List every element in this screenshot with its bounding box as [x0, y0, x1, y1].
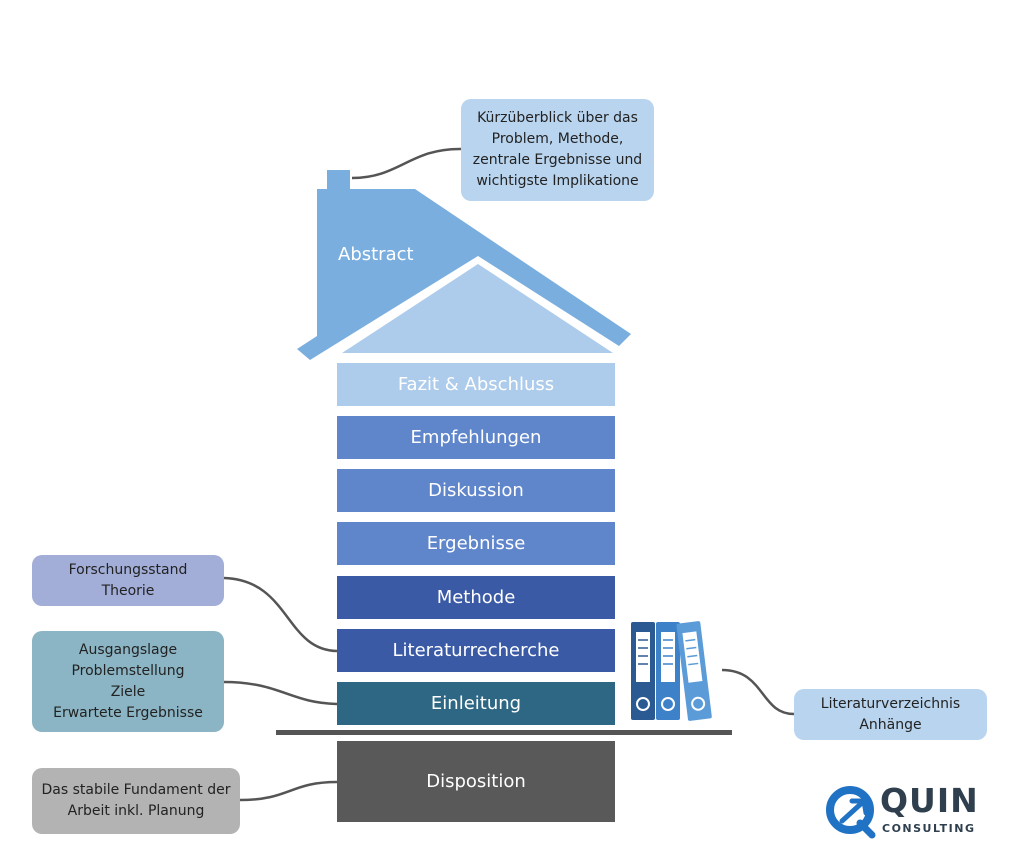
layer-literaturrecherche: Literaturrecherche [337, 629, 615, 672]
callout-line: Anhänge [859, 716, 922, 733]
callout-line: Arbeit inkl. Planung [67, 803, 205, 819]
roof-label: Abstract [338, 244, 414, 265]
foundation-label: Disposition [426, 771, 526, 792]
layer-label: Einleitung [430, 693, 522, 714]
connector-einleitung [223, 680, 338, 706]
layer-diskussion: Diskussion [337, 469, 615, 512]
layer-einleitung: Einleitung [337, 682, 615, 725]
foundation-disposition: Disposition [337, 741, 615, 822]
roof-inner-gable [342, 264, 613, 353]
callout-line: wichtigste Implikatione [476, 173, 639, 189]
roof [297, 170, 631, 360]
callout-line: Ausgangslage [78, 641, 178, 658]
callout-line: Literaturverzeichnis [820, 695, 961, 712]
callout-line: Problemstellung [71, 662, 185, 679]
connector-fundament [239, 780, 338, 802]
quin-consulting-logo: QUIN CONSULTING [824, 783, 984, 839]
callout-fundament: Das stabile Fundament der Arbeit inkl. P… [32, 768, 240, 834]
callout-forschungsstand: Forschungsstand Theorie [32, 555, 224, 606]
layer-fazit: Fazit & Abschluss [337, 363, 615, 406]
callout-abstract: Kürzüberblick über das Problem, Methode,… [461, 99, 654, 201]
binder-3 [676, 621, 712, 721]
logo-subtitle: CONSULTING [882, 822, 976, 835]
binder-2 [656, 622, 680, 720]
shelf-line [276, 730, 732, 735]
connector-forschung [223, 576, 338, 653]
layer-empfehlungen: Empfehlungen [337, 416, 615, 459]
layer-methode: Methode [337, 576, 615, 619]
callout-line: Forschungsstand [68, 561, 188, 578]
callout-line: Theorie [101, 582, 155, 599]
callout-line: Kürzüberblick über das [477, 110, 638, 126]
layer-label: Fazit & Abschluss [397, 374, 555, 395]
callout-line: Das stabile Fundament der [41, 782, 231, 798]
binder-1 [631, 622, 655, 720]
callout-literaturverzeichnis: Literaturverzeichnis Anhänge [794, 689, 987, 740]
callout-line: Erwartete Ergebnisse [53, 704, 203, 721]
logo-name: QUIN [880, 781, 979, 820]
callout-line: zentrale Ergebnisse und [472, 152, 643, 168]
connector-abstract [351, 147, 463, 180]
layer-label: Ergebnisse [426, 533, 526, 554]
layer-label: Literaturrecherche [392, 640, 560, 661]
callout-line: Ziele [110, 683, 146, 700]
callout-line: Problem, Methode, [491, 131, 624, 147]
roof-chimney [327, 170, 350, 192]
layer-label: Methode [436, 587, 516, 608]
layer-label: Diskussion [428, 480, 524, 501]
callout-einleitung: Ausgangslage Problemstellung Ziele Erwar… [32, 631, 224, 732]
layer-label: Empfehlungen [410, 427, 542, 448]
binders-icon [631, 621, 712, 721]
connector-literatur [721, 668, 795, 716]
roof-outer [297, 189, 631, 360]
logo-q-icon [826, 786, 876, 839]
layer-ergebnisse: Ergebnisse [337, 522, 615, 565]
